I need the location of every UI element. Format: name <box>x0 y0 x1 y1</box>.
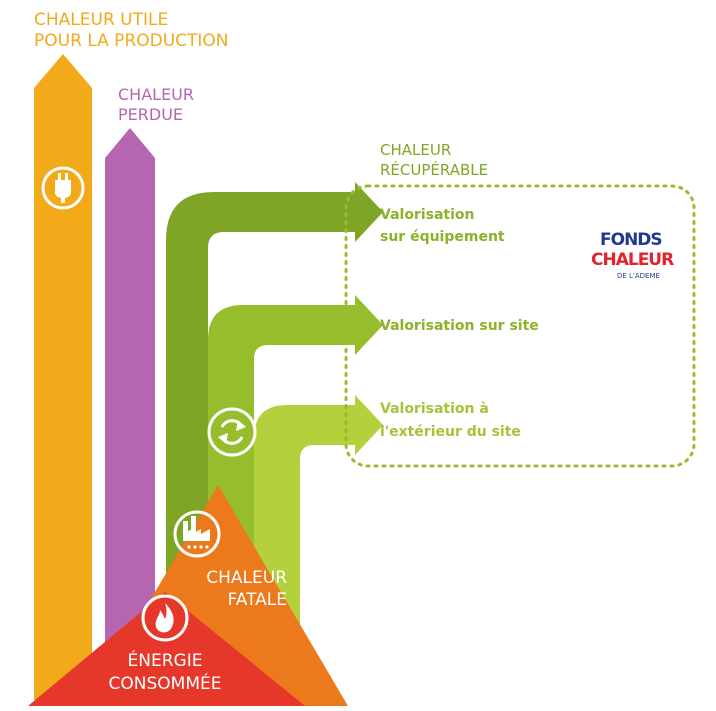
recoverable-heat-label-line1: CHALEUR <box>380 141 451 159</box>
site-valorisation-label: Valorisation sur site <box>380 318 539 334</box>
recycle-icon <box>207 407 257 457</box>
useful-heat-label-line2: POUR LA PRODUCTION <box>34 31 229 51</box>
energy-consumed-label-line1: ÉNERGIE <box>128 649 203 671</box>
lost-heat-arrow <box>105 128 155 700</box>
lost-heat-label-line2: PERDUE <box>118 105 183 124</box>
flame-icon <box>141 594 189 642</box>
fatal-heat-label-line2: FATALE <box>228 590 287 610</box>
equipment-valorisation-label-line1: Valorisation <box>380 207 475 223</box>
outside-valorisation-label-line2: l'extérieur du site <box>380 424 521 440</box>
recoverable-heat-label-line2: RÉCUPÉRABLE <box>380 160 488 179</box>
energy-consumed-area <box>28 592 305 706</box>
useful-heat-label-line1: CHALEUR UTILE <box>34 10 168 30</box>
plug-icon <box>41 166 85 210</box>
logo-line2: CHALEUR <box>591 250 674 270</box>
useful-heat-arrow <box>34 54 92 700</box>
recoverable-heat-boundary <box>344 184 696 468</box>
logo-line3: DE L'ADEME <box>617 272 660 280</box>
equipment-valorisation-label-line2: sur équipement <box>380 229 505 245</box>
factory-icon <box>173 510 221 558</box>
energy-consumed-label-line2: CONSOMMÉE <box>109 672 222 694</box>
lost-heat-label-line1: CHALEUR <box>118 85 194 104</box>
outside-valorisation-label-line1: Valorisation à <box>380 401 489 417</box>
fatal-heat-label-line1: CHALEUR <box>206 568 287 588</box>
fonds-chaleur-logo: FONDS CHALEUR DE L'ADEME <box>591 230 675 280</box>
logo-line1: FONDS <box>600 230 662 250</box>
